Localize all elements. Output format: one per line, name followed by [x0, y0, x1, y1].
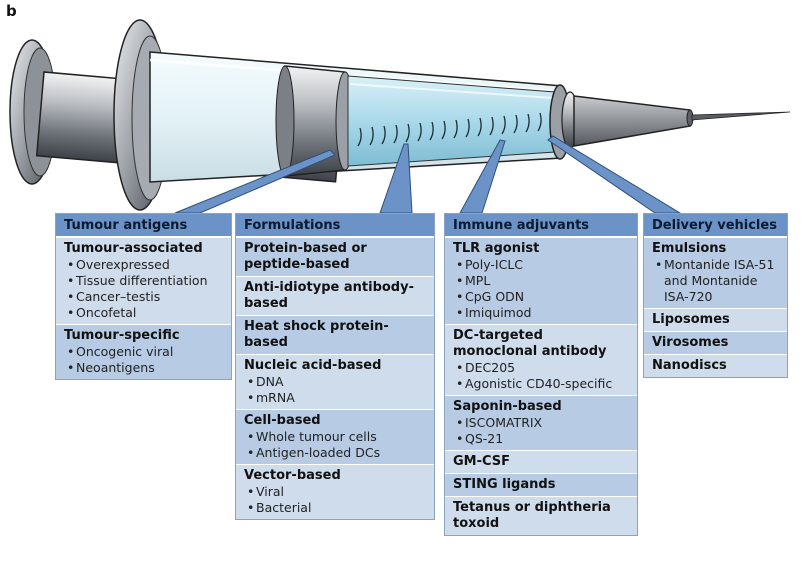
- section-sting-ligands: STING ligands: [445, 473, 637, 496]
- list-item: Bacterial: [244, 500, 426, 516]
- section-liposomes: Liposomes: [644, 308, 787, 331]
- section-title: Heat shock protein-based: [244, 319, 389, 350]
- section-title: TLR agonist: [453, 241, 540, 256]
- section-title: DC-targeted monoclonal antibody: [453, 328, 607, 359]
- section-title: Liposomes: [652, 312, 730, 327]
- column-immune-adjuvants: Immune adjuvants TLR agonist Poly-ICLC M…: [444, 213, 638, 536]
- list-item: Oncofetal: [64, 305, 223, 321]
- panel-label: b: [6, 2, 17, 20]
- vaccine-liquid: [347, 75, 556, 167]
- column-tumour-antigens: Tumour antigens Tumour-associated Overex…: [55, 213, 232, 380]
- section-title: Anti-idiotype antibody-based: [244, 280, 414, 311]
- section-title: Nanodiscs: [652, 358, 727, 373]
- section-virosomes: Virosomes: [644, 331, 787, 354]
- section-gm-csf: GM-CSF: [445, 450, 637, 473]
- section-title: Protein-based or peptide-based: [244, 241, 367, 272]
- list-item: Agonistic CD40-specific: [453, 376, 629, 392]
- section-emulsions: Emulsions Montanide ISA-51 and Montanide…: [644, 237, 787, 308]
- list-item: DNA: [244, 374, 426, 390]
- list-item: Overexpressed: [64, 257, 223, 273]
- list-item: Poly-ICLC: [453, 257, 629, 273]
- list-item: Montanide ISA-51 and Montanide ISA-720: [652, 257, 779, 305]
- column-heading: Formulations: [236, 214, 434, 237]
- section-title: Vector-based: [244, 468, 341, 483]
- section-tumour-specific: Tumour-specific Oncogenic viral Neoantig…: [56, 324, 231, 379]
- section-title: STING ligands: [453, 477, 556, 492]
- section-cell-based: Cell-based Whole tumour cells Antigen-lo…: [236, 409, 434, 464]
- list-item: mRNA: [244, 390, 426, 406]
- section-title: Tetanus or diphtheria toxoid: [453, 500, 611, 531]
- list-item: DEC205: [453, 360, 629, 376]
- section-title: Emulsions: [652, 241, 727, 256]
- section-vector-based: Vector-based Viral Bacterial: [236, 464, 434, 519]
- callout-delivery-vehicles: [547, 135, 682, 214]
- section-title: Nucleic acid-based: [244, 358, 382, 373]
- column-heading: Tumour antigens: [56, 214, 231, 237]
- section-tumour-associated: Tumour-associated Overexpressed Tissue d…: [56, 237, 231, 324]
- column-formulations: Formulations Protein-based or peptide-ba…: [235, 213, 435, 520]
- section-title: Saponin-based: [453, 399, 562, 414]
- section-tetanus-toxoid: Tetanus or diphtheria toxoid: [445, 496, 637, 535]
- section-title: GM-CSF: [453, 454, 511, 469]
- section-nanodiscs: Nanodiscs: [644, 354, 787, 377]
- list-item: MPL: [453, 273, 629, 289]
- list-item: Viral: [244, 484, 426, 500]
- list-item: Antigen-loaded DCs: [244, 445, 426, 461]
- section-title: Tumour-specific: [64, 328, 180, 343]
- list-item: Neoantigens: [64, 360, 223, 376]
- section-title: Cell-based: [244, 413, 321, 428]
- section-title: Tumour-associated: [64, 241, 203, 256]
- list-item: Tissue differentiation: [64, 273, 223, 289]
- needle-hub: [573, 95, 694, 147]
- column-heading: Delivery vehicles: [644, 214, 787, 237]
- list-item: ISCOMATRIX: [453, 415, 629, 431]
- list-item: Imiquimod: [453, 305, 629, 321]
- list-item: Cancer–testis: [64, 289, 223, 305]
- section-tlr-agonist: TLR agonist Poly-ICLC MPL CpG ODN Imiqui…: [445, 237, 637, 324]
- list-item: Whole tumour cells: [244, 429, 426, 445]
- needle: [691, 111, 791, 121]
- list-item: QS-21: [453, 431, 629, 447]
- graduation-marks: [357, 112, 542, 147]
- column-heading: Immune adjuvants: [445, 214, 637, 237]
- section-heat-shock: Heat shock protein-based: [236, 315, 434, 354]
- section-title: Virosomes: [652, 335, 729, 350]
- column-delivery-vehicles: Delivery vehicles Emulsions Montanide IS…: [643, 213, 788, 378]
- section-protein-based: Protein-based or peptide-based: [236, 237, 434, 276]
- section-dc-targeted: DC-targeted monoclonal antibody DEC205 A…: [445, 324, 637, 395]
- list-item: Oncogenic viral: [64, 344, 223, 360]
- section-nucleic-acid: Nucleic acid-based DNA mRNA: [236, 354, 434, 409]
- section-saponin-based: Saponin-based ISCOMATRIX QS-21: [445, 395, 637, 450]
- list-item: CpG ODN: [453, 289, 629, 305]
- section-anti-idiotype: Anti-idiotype antibody-based: [236, 276, 434, 315]
